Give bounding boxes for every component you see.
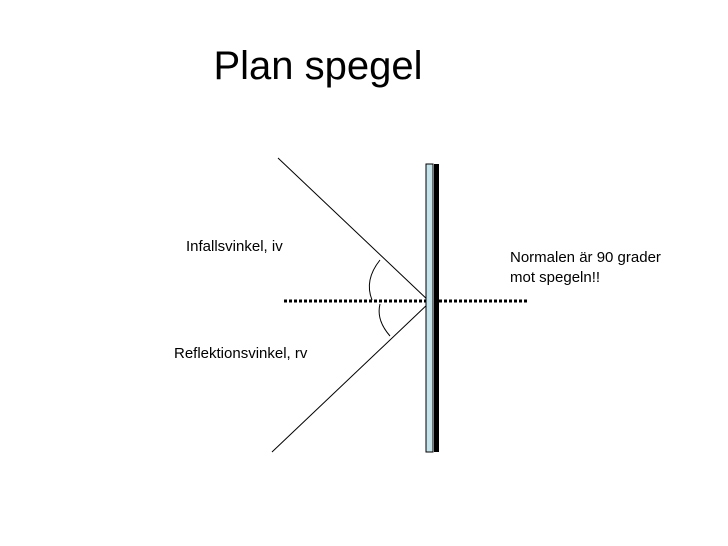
normal-note: Normalen är 90 grader mot spegeln!! bbox=[510, 248, 661, 288]
reflection-angle-arc bbox=[378, 303, 391, 337]
reflected-ray bbox=[271, 301, 431, 453]
normal-note-line-2: mot spegeln!! bbox=[510, 269, 601, 286]
incidence-angle-label: Infallsvinkel, iv bbox=[186, 238, 283, 255]
slide-title: Plan spegel bbox=[213, 44, 423, 88]
incidence-angle-arc bbox=[368, 259, 381, 301]
mirror-glass bbox=[425, 163, 434, 453]
normal-note-line-1: Normalen är 90 grader bbox=[510, 249, 661, 266]
reflection-angle-label: Reflektionsvinkel, rv bbox=[174, 345, 308, 362]
incident-ray bbox=[277, 157, 431, 303]
mirror-backing bbox=[434, 164, 439, 452]
